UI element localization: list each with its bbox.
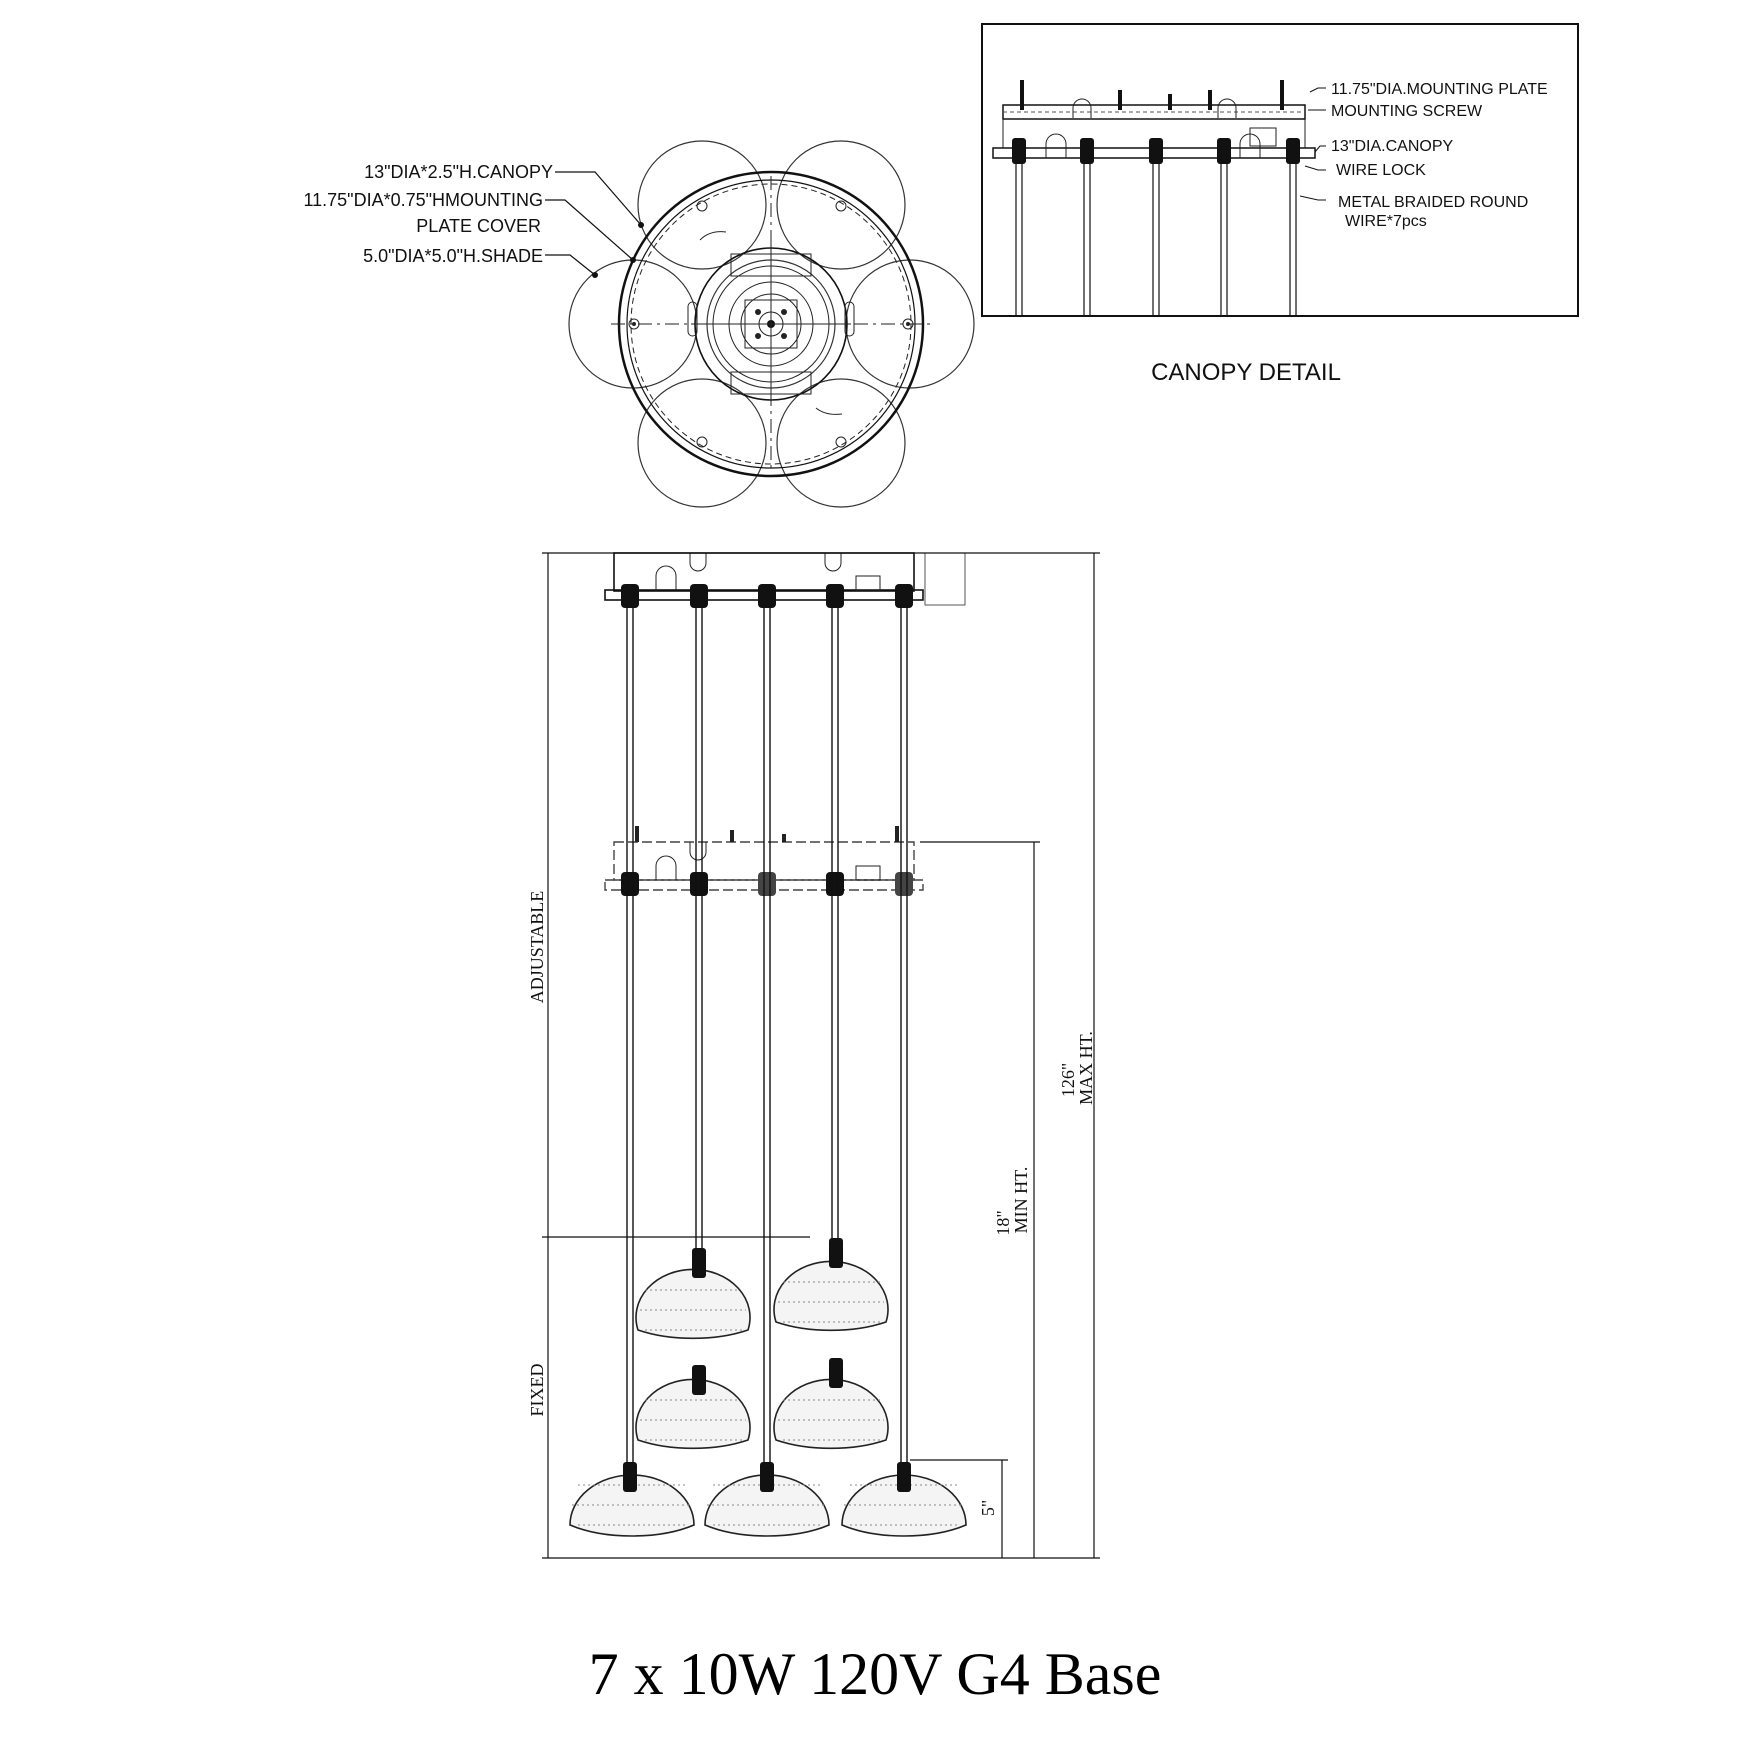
canopy-detail-frame	[981, 23, 1579, 317]
label-wire-2: WIRE*7pcs	[1345, 213, 1427, 230]
wire-slots	[687, 231, 855, 415]
canopy-detail-title: CANOPY DETAIL	[1151, 359, 1341, 386]
label-min-text: MIN HT.	[1011, 1167, 1031, 1234]
top-view-leaders	[545, 171, 642, 276]
canopy-detail: 11.75"DIA.MOUNTING PLATE MOUNTING SCREW …	[981, 23, 1579, 386]
label-max-value: 126"	[1058, 1063, 1078, 1097]
dimension-lines	[542, 552, 1100, 1559]
label-max-text: MAX HT.	[1076, 1031, 1096, 1105]
label-fixed: FIXED	[527, 1364, 547, 1417]
label-shade: 5.0"DIA*5.0"H.SHADE	[363, 246, 543, 266]
label-adjustable: ADJUSTABLE	[527, 891, 547, 1004]
spec-caption: 7 x 10W 120V G4 Base	[588, 1641, 1162, 1707]
elevation-wire-locks	[621, 584, 913, 896]
suspension-wires	[626, 608, 908, 1470]
top-view: 13"DIA*2.5"H.CANOPY 11.75"DIA*0.75"HMOUN…	[303, 140, 975, 508]
label-canopy: 13"DIA*2.5"H.CANOPY	[364, 162, 553, 182]
label-min-value: 18"	[993, 1210, 1013, 1235]
label-mounting-plate: 11.75"DIA.MOUNTING PLATE	[1331, 81, 1548, 98]
screw-holes	[628, 200, 914, 448]
label-wire-lock: WIRE LOCK	[1336, 162, 1426, 179]
elevation-view: ADJUSTABLE FIXED 126" MAX HT. 18" MIN HT…	[527, 552, 1100, 1559]
label-plate-cover-2: PLATE COVER	[416, 216, 541, 236]
label-mounting-screw: MOUNTING SCREW	[1331, 103, 1483, 120]
label-detail-canopy: 13"DIA.CANOPY	[1331, 138, 1453, 155]
label-shade-height: 5"	[978, 1500, 998, 1516]
mounting-screws	[1020, 80, 1284, 110]
label-plate-cover-1: 11.75"DIA*0.75"HMOUNTING	[303, 190, 543, 210]
detail-wires	[1012, 138, 1300, 316]
label-wire-1: METAL BRAIDED ROUND	[1338, 194, 1528, 211]
pendant-shades	[569, 1238, 967, 1537]
